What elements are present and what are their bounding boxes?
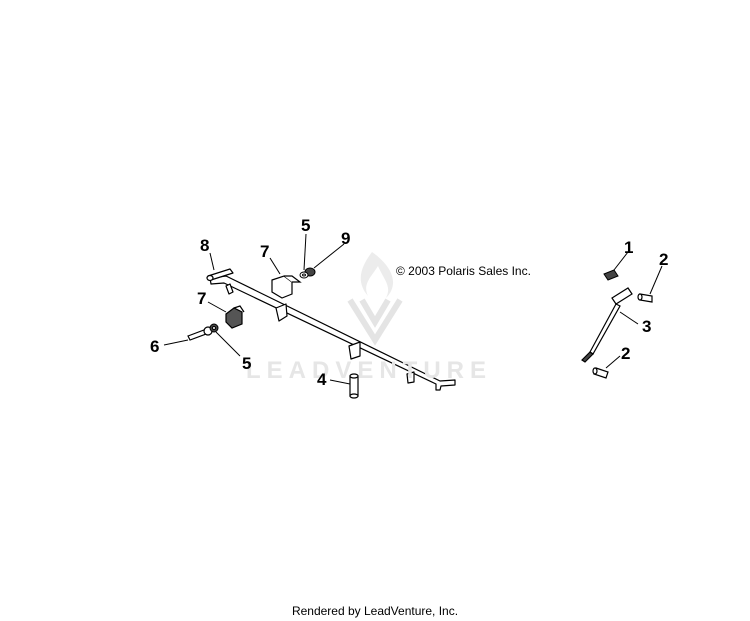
callout-2-lower: 2	[621, 344, 631, 363]
footer-credit: Rendered by LeadVenture, Inc.	[291, 604, 459, 618]
bushing	[349, 373, 359, 399]
callout-4: 4	[317, 370, 327, 389]
bracket-lower	[225, 305, 245, 329]
callout-7-upper: 7	[260, 242, 270, 261]
pin-lower	[592, 367, 609, 379]
pin-upper	[637, 293, 653, 303]
callout-2-upper: 2	[659, 250, 669, 269]
gas-strut	[581, 287, 633, 363]
callout-8: 8	[200, 236, 210, 255]
stabilizer-rod	[206, 268, 456, 391]
copyright-notice: © 2003 Polaris Sales Inc.	[396, 264, 531, 278]
callout-1: 1	[624, 238, 634, 257]
callout-7-lower: 7	[197, 289, 207, 308]
callout-6: 6	[150, 337, 160, 356]
callout-5-upper: 5	[301, 216, 311, 235]
flame-chevron-logo-icon	[347, 252, 403, 346]
bracket-upper	[271, 275, 302, 299]
callout-9: 9	[341, 229, 351, 248]
washer-upper	[299, 271, 309, 279]
washer-lower	[209, 323, 219, 333]
bolt	[187, 326, 213, 341]
leader-lines	[163, 233, 663, 385]
callout-3: 3	[642, 317, 652, 336]
watermark-text: LEADVENTURE	[246, 357, 493, 384]
clip	[603, 269, 619, 281]
callout-5-lower: 5	[242, 354, 252, 373]
